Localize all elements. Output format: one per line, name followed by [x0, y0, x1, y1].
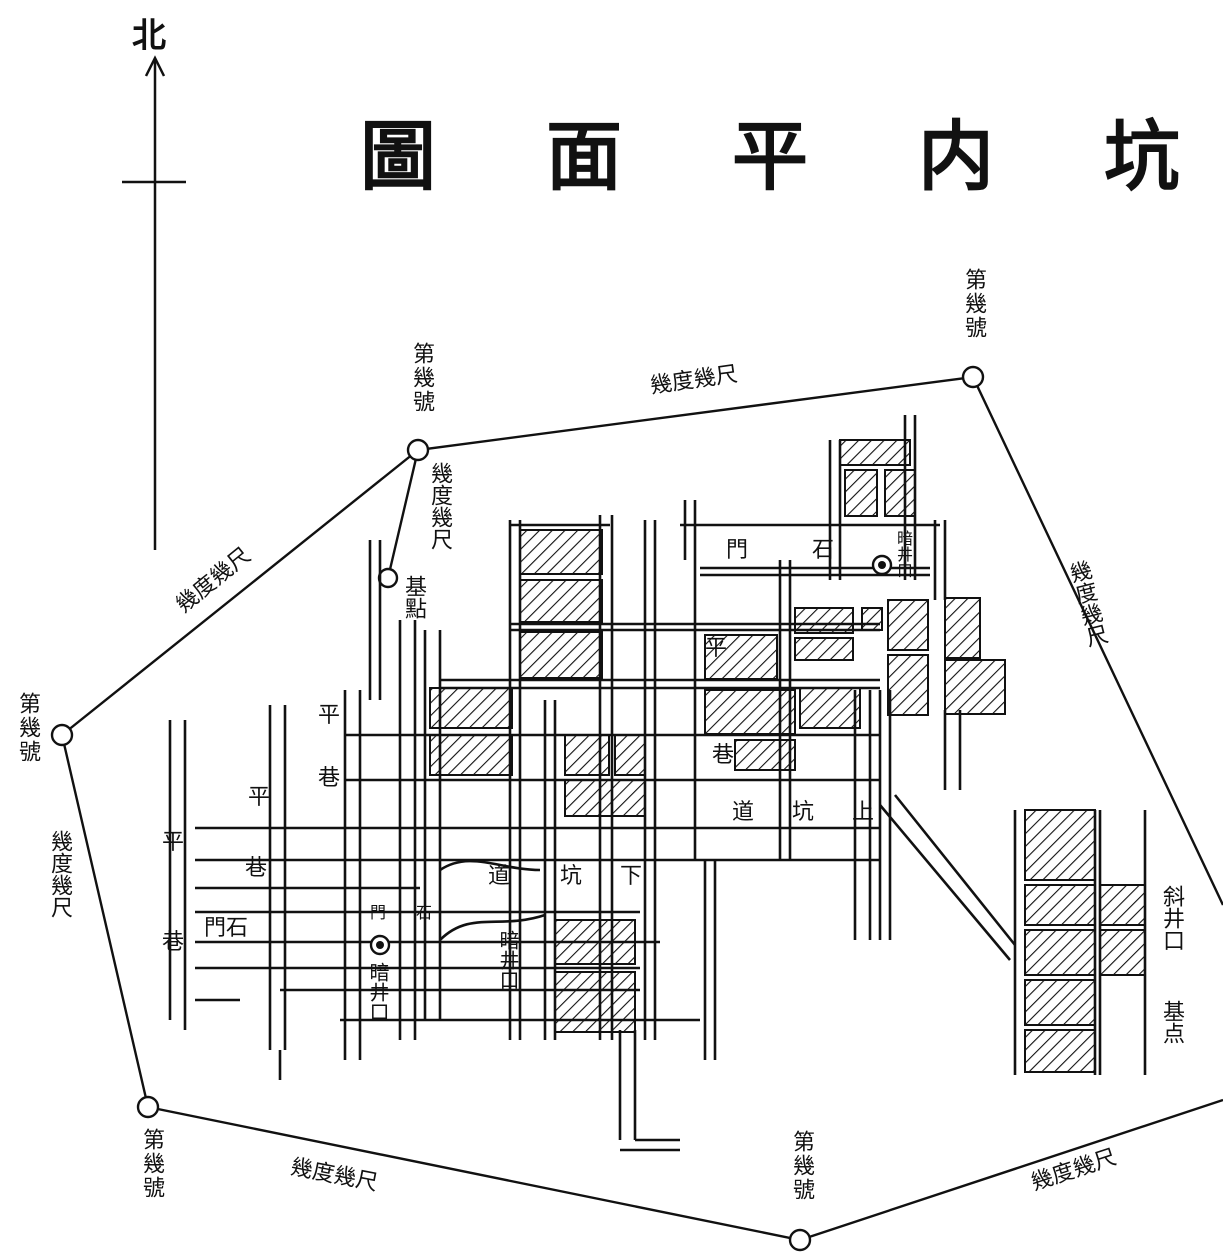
label-heikou: 平	[248, 785, 271, 810]
station-label: 第幾號	[139, 1128, 164, 1200]
title-char: 平	[732, 112, 808, 201]
survey-traverse	[60, 375, 1223, 1242]
label-heikou: 平	[705, 636, 728, 661]
label-incline-shaft: 斜井口	[1159, 885, 1184, 951]
label-heikou: 平	[162, 830, 185, 855]
label-shimon-left: 門石	[204, 916, 249, 941]
label-lower-drift: 坑	[560, 864, 583, 889]
map-title: 圖 面 平 内 坑	[360, 95, 1180, 205]
label-shimon-gate: 門	[726, 538, 749, 563]
station-marker	[136, 1095, 160, 1119]
north-arrow	[122, 55, 186, 550]
station-label: 第幾號	[961, 268, 986, 340]
title-char: 内	[918, 112, 994, 201]
label-heikou: 巷	[245, 856, 268, 881]
drift-lines	[168, 415, 1147, 1152]
label-heikou: 巷	[162, 930, 185, 955]
title-char: 坑	[1104, 112, 1180, 201]
datum-point-marker	[377, 567, 399, 589]
winze-markers	[369, 554, 893, 956]
distance-label: 幾度幾尺	[47, 830, 72, 918]
station-marker	[406, 438, 430, 462]
label-shimon-mid-stone: 石	[416, 903, 433, 922]
label-lower-drift: 下	[620, 864, 643, 889]
title-char: 面	[546, 112, 622, 201]
label-winze: 暗井口	[366, 962, 390, 1022]
station-label: 第幾號	[789, 1130, 814, 1202]
label-winze: 暗井口	[894, 530, 913, 578]
label-lower-drift: 道	[488, 864, 511, 889]
north-label: 北	[132, 16, 166, 56]
datum-leg-label: 幾度幾尺	[427, 462, 452, 550]
label-heikou: 巷	[712, 743, 735, 768]
station-marker	[961, 365, 985, 389]
label-heikou: 巷	[318, 766, 341, 791]
label-shimon-stone: 石	[812, 538, 835, 563]
title-char: 圖	[360, 112, 436, 201]
label-upper-drift: 道坑上	[732, 800, 913, 825]
station-label: 第幾號	[409, 342, 434, 414]
station-marker	[788, 1228, 812, 1252]
label-shimon-mid-gate: 門	[370, 903, 387, 922]
datum-label: 基點	[401, 575, 426, 619]
label-heikou: 平	[318, 703, 341, 728]
label-datum-right: 基点	[1159, 1000, 1184, 1044]
station-label: 第幾號	[15, 692, 40, 764]
label-winze: 暗井口	[496, 930, 520, 990]
station-marker	[50, 723, 74, 747]
stope-blocks	[429, 439, 1146, 1073]
